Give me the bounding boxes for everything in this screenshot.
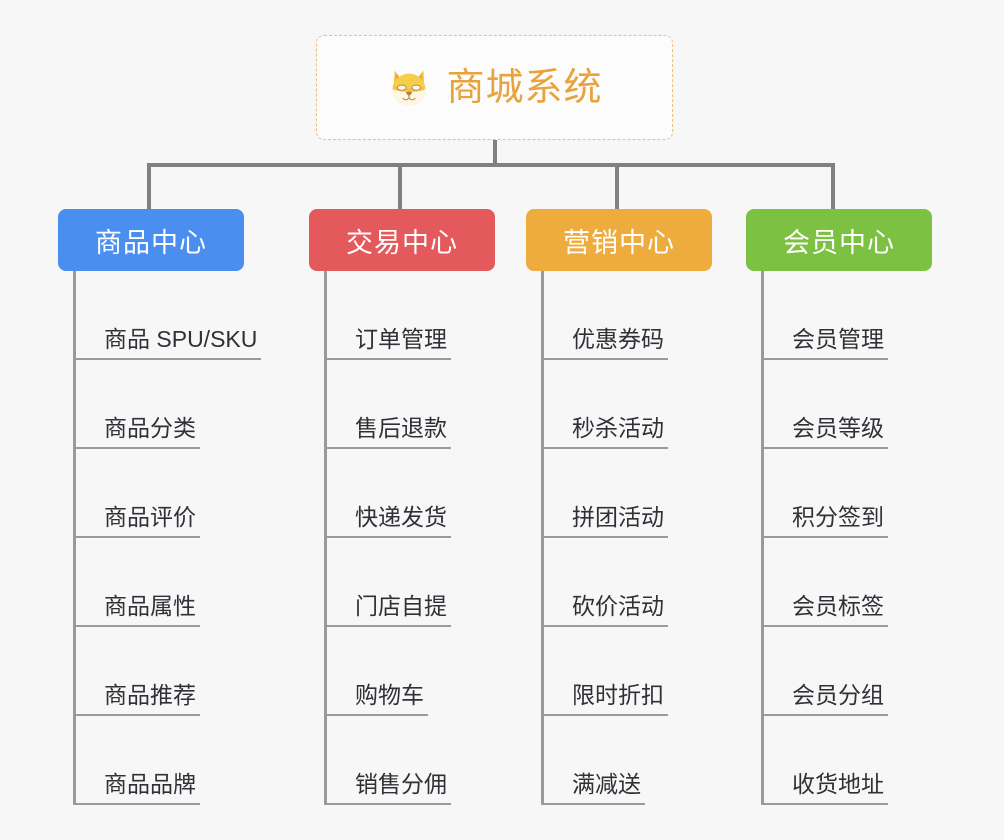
branch-column-marketing: 营销中心 优惠券码 秒杀活动 拼团活动 砍价活动 限时折扣 满减送 <box>526 209 712 805</box>
leaf-label: 拼团活动 <box>544 504 668 538</box>
leaf-list-product: 商品 SPU/SKU 商品分类 商品评价 商品属性 商品推荐 商品品牌 <box>73 271 262 805</box>
category-label: 会员中心 <box>783 227 895 258</box>
connector-drop-2 <box>398 163 402 211</box>
list-item[interactable]: 会员管理 <box>764 271 932 360</box>
leaf-label: 会员标签 <box>764 593 888 627</box>
list-item[interactable]: 秒杀活动 <box>544 360 712 449</box>
category-header-member[interactable]: 会员中心 <box>746 209 932 271</box>
list-item[interactable]: 商品评价 <box>76 449 261 538</box>
leaf-label: 商品分类 <box>76 415 200 449</box>
leaf-label: 商品评价 <box>76 504 200 538</box>
leaf-label: 满减送 <box>544 771 645 805</box>
leaf-list-trade: 订单管理 售后退款 快递发货 门店自提 购物车 销售分佣 <box>324 271 495 805</box>
category-label: 商品中心 <box>95 227 207 258</box>
connector-drop-4 <box>831 163 835 211</box>
leaf-label: 订单管理 <box>327 326 451 360</box>
list-item[interactable]: 会员等级 <box>764 360 932 449</box>
leaf-label: 门店自提 <box>327 593 451 627</box>
list-item[interactable]: 积分签到 <box>764 449 932 538</box>
leaf-label: 收货地址 <box>764 771 888 805</box>
category-header-marketing[interactable]: 营销中心 <box>526 209 712 271</box>
category-label: 营销中心 <box>563 227 675 258</box>
list-item[interactable]: 商品属性 <box>76 538 261 627</box>
list-item[interactable]: 销售分佣 <box>327 716 495 805</box>
list-item[interactable]: 门店自提 <box>327 538 495 627</box>
list-item[interactable]: 砍价活动 <box>544 538 712 627</box>
leaf-label: 购物车 <box>327 682 428 716</box>
list-item[interactable]: 收货地址 <box>764 716 932 805</box>
connector-root-stem <box>493 140 497 166</box>
leaf-label: 会员管理 <box>764 326 888 360</box>
leaf-list-marketing: 优惠券码 秒杀活动 拼团活动 砍价活动 限时折扣 满减送 <box>541 271 712 805</box>
branch-column-member: 会员中心 会员管理 会员等级 积分签到 会员标签 会员分组 收货地址 <box>746 209 932 805</box>
list-item[interactable]: 商品品牌 <box>76 716 261 805</box>
leaf-label: 秒杀活动 <box>544 415 668 449</box>
category-header-trade[interactable]: 交易中心 <box>309 209 495 271</box>
list-item[interactable]: 商品 SPU/SKU <box>76 271 262 360</box>
leaf-label: 限时折扣 <box>544 682 668 716</box>
leaf-label: 会员等级 <box>764 415 888 449</box>
list-item[interactable]: 快递发货 <box>327 449 495 538</box>
leaf-label: 商品 SPU/SKU <box>76 326 262 360</box>
connector-bus <box>147 163 835 167</box>
list-item[interactable]: 购物车 <box>327 627 495 716</box>
list-item[interactable]: 拼团活动 <box>544 449 712 538</box>
list-item[interactable]: 满减送 <box>544 716 712 805</box>
leaf-label: 快递发货 <box>327 504 451 538</box>
list-item[interactable]: 商品推荐 <box>76 627 261 716</box>
connector-drop-1 <box>147 163 151 211</box>
leaf-label: 优惠券码 <box>544 326 668 360</box>
list-item[interactable]: 会员标签 <box>764 538 932 627</box>
root-title: 商城系统 <box>446 66 603 109</box>
list-item[interactable]: 售后退款 <box>327 360 495 449</box>
root-node[interactable]: 商城系统 <box>316 35 673 140</box>
list-item[interactable]: 会员分组 <box>764 627 932 716</box>
category-label: 交易中心 <box>346 227 458 258</box>
leaf-label: 会员分组 <box>764 682 888 716</box>
category-header-product[interactable]: 商品中心 <box>58 209 244 271</box>
connector-drop-3 <box>615 163 619 211</box>
leaf-label: 售后退款 <box>327 415 451 449</box>
list-item[interactable]: 限时折扣 <box>544 627 712 716</box>
branch-column-product: 商品中心 商品 SPU/SKU 商品分类 商品评价 商品属性 商品推荐 商品品牌 <box>58 209 262 805</box>
leaf-label: 砍价活动 <box>544 593 668 627</box>
leaf-label: 商品品牌 <box>76 771 200 805</box>
leaf-label: 销售分佣 <box>327 771 451 805</box>
leaf-label: 积分签到 <box>764 504 888 538</box>
list-item[interactable]: 订单管理 <box>327 271 495 360</box>
list-item[interactable]: 商品分类 <box>76 360 261 449</box>
shiba-dog-icon <box>392 70 427 105</box>
branch-column-trade: 交易中心 订单管理 售后退款 快递发货 门店自提 购物车 销售分佣 <box>309 209 495 805</box>
list-item[interactable]: 优惠券码 <box>544 271 712 360</box>
leaf-list-member: 会员管理 会员等级 积分签到 会员标签 会员分组 收货地址 <box>761 271 932 805</box>
leaf-label: 商品推荐 <box>76 682 200 716</box>
leaf-label: 商品属性 <box>76 593 200 627</box>
